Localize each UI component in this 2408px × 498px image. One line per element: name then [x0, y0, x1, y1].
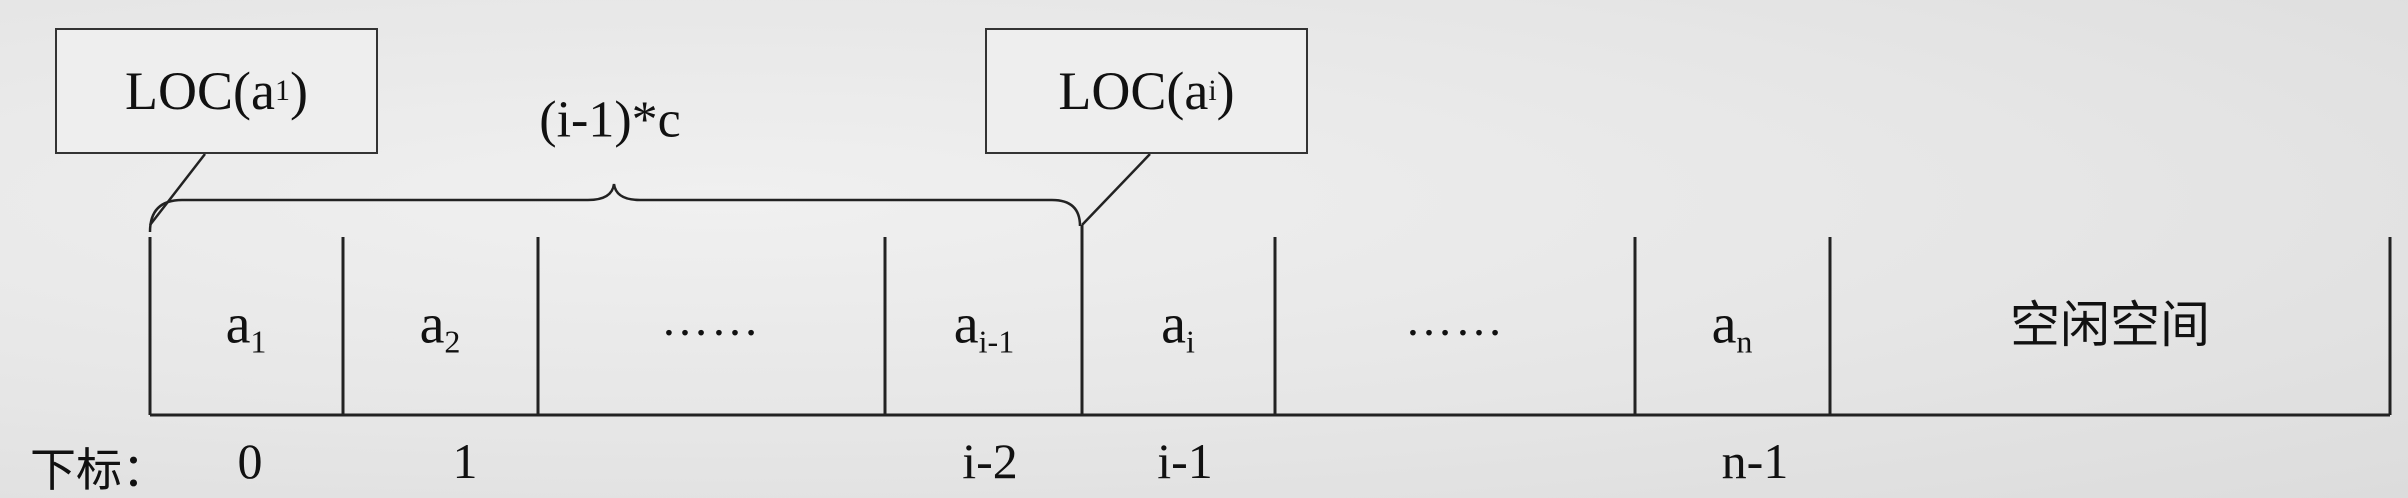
cell-an-base: a	[1711, 293, 1737, 356]
offset-label: (i-1)*c	[539, 91, 681, 149]
cell-free-space: 空闲空间	[2010, 296, 2210, 354]
offset-brace	[148, 183, 1082, 233]
cell-ai-minus-1: ai-1	[954, 297, 1014, 358]
index-i-1: i-1	[1157, 433, 1213, 489]
cell-a2-sub: 2	[444, 323, 461, 360]
cell-a2-base: a	[419, 293, 445, 356]
cell-an-sub: n	[1736, 323, 1753, 360]
cell-ellipsis-2: ……	[1405, 293, 1505, 346]
index-n-1: n-1	[1721, 433, 1789, 489]
cell-a1-base: a	[225, 293, 251, 356]
loc-ai-base: LOC(a	[1058, 61, 1209, 121]
cell-an: an	[1712, 297, 1753, 358]
loc-ai-close: )	[1216, 61, 1235, 121]
cell-ai-base: a	[1161, 293, 1186, 356]
loc-a1-close: )	[289, 61, 308, 121]
loc-a1-base: LOC(a	[125, 61, 275, 121]
index-title: 下标：	[30, 443, 168, 497]
index-0: 0	[237, 433, 263, 489]
cell-a1-sub: 1	[250, 323, 267, 360]
cell-a1: a1	[226, 297, 267, 358]
cell-ai-minus-1-base: a	[953, 293, 979, 356]
pointer-leader-first	[149, 153, 206, 226]
cell-ai-minus-1-sub: i-1	[978, 323, 1015, 360]
index-i-2: i-2	[962, 433, 1018, 489]
cell-ai: ai	[1161, 297, 1195, 358]
cell-ai-sub: i	[1185, 323, 1195, 360]
index-1: 1	[452, 433, 478, 489]
pointer-leader-ith	[1081, 153, 1151, 226]
cell-a2: a2	[420, 297, 461, 358]
cell-ellipsis-1: ……	[661, 293, 761, 346]
loc-a1-sub: 1	[274, 74, 290, 107]
loc-ai-sub: i	[1208, 74, 1217, 107]
